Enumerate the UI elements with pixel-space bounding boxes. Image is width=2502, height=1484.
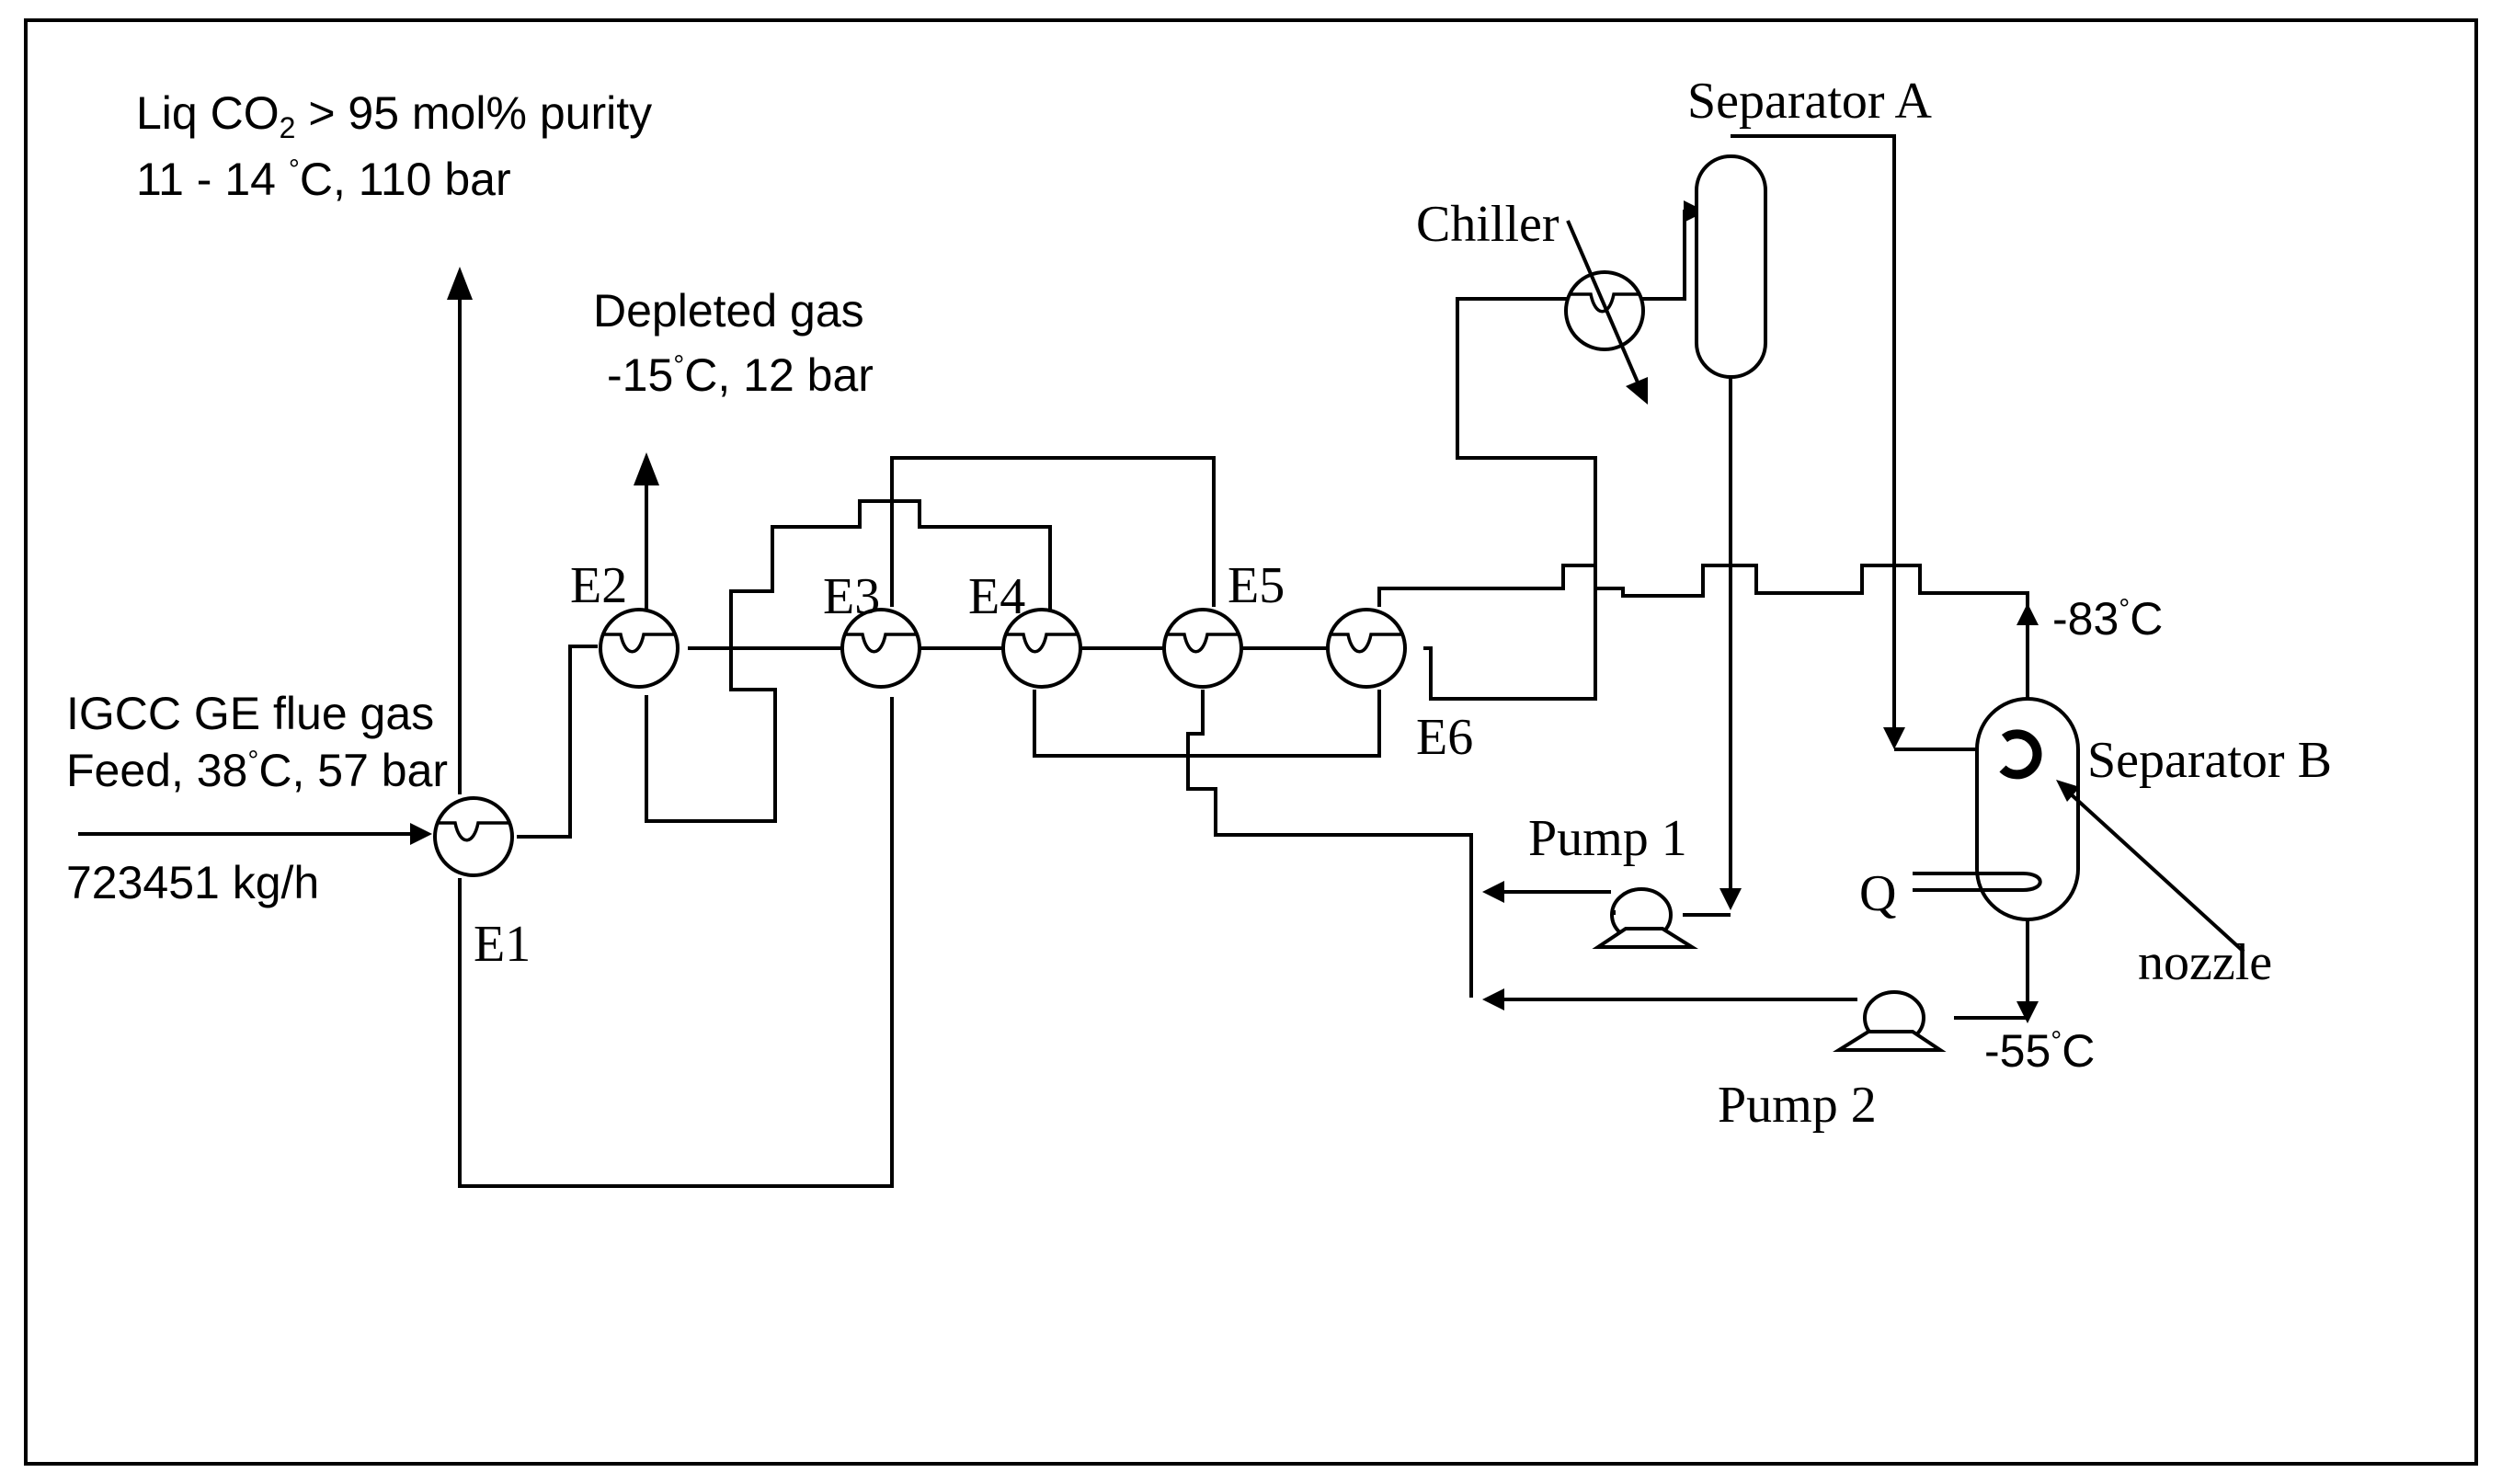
separator-b-bottom-temp: -55°C xyxy=(1984,1025,2095,1077)
chiller-label: Chiller xyxy=(1416,196,1559,253)
chiller xyxy=(1564,220,1648,405)
nozzle-pointer-arrow xyxy=(2056,780,2080,802)
separator-b-bottoms xyxy=(1954,915,2029,1020)
feed-arrow xyxy=(410,823,432,845)
e1-label: E1 xyxy=(474,916,531,973)
e4-label: E4 xyxy=(968,568,1025,625)
nozzle-pointer xyxy=(2065,789,2245,953)
recycle-bottom-loop xyxy=(458,697,894,1188)
pump1-label: Pump 1 xyxy=(1528,810,1687,867)
pump-base-icon xyxy=(1833,1030,1947,1052)
e2-bottom-loop xyxy=(645,499,1052,823)
e6-to-chiller xyxy=(1423,297,1597,701)
feed-label-line2: Feed, 38°C, 57 bar xyxy=(66,745,448,796)
pump2-label: Pump 2 xyxy=(1718,1077,1877,1134)
e4-e6-bottom-loop xyxy=(1033,690,1381,758)
separator-b-vessel xyxy=(1975,697,2080,921)
separator-a-label: Separator A xyxy=(1687,73,1932,130)
chiller-coil-icon xyxy=(1571,292,1639,314)
feed-label-line1: IGCC GE flue gas xyxy=(66,688,434,739)
separator-b-bottom-arrow xyxy=(2016,1001,2039,1023)
chiller-to-separator-a xyxy=(1637,210,1694,301)
separator-a-overhead xyxy=(1731,134,1896,740)
exchanger-e5 xyxy=(1162,608,1243,689)
e3-label: E3 xyxy=(823,568,880,625)
pump1-suction-arrow xyxy=(1719,888,1742,910)
exchanger-e1 xyxy=(433,796,514,877)
heat-duty-label: Q xyxy=(1859,865,1896,922)
e3-e5-upper-loop xyxy=(890,456,1216,607)
depleted-gas-arrow xyxy=(634,452,659,485)
heat-coil-icon xyxy=(1913,872,2042,892)
stream-e1-e2 xyxy=(517,645,598,839)
exchanger-e6 xyxy=(1326,608,1407,689)
exchanger-coil-icon xyxy=(1005,633,1077,654)
separator-b-label: Separator B xyxy=(2087,732,2332,789)
separator-b-feed-arrow xyxy=(1883,727,1905,749)
product-label-line2: 11 - 14 °C, 110 bar xyxy=(136,154,511,205)
exchanger-coil-icon xyxy=(1330,633,1401,654)
nozzle-label: nozzle xyxy=(2138,934,2272,991)
exchanger-coil-icon xyxy=(437,821,508,842)
exchanger-coil-icon xyxy=(602,633,674,654)
e2-label: E2 xyxy=(570,557,627,614)
pump-1 xyxy=(1592,887,1698,949)
chiller-refrigerant-arrow xyxy=(1626,377,1648,405)
exchanger-e4 xyxy=(1001,608,1082,689)
exchanger-e2 xyxy=(599,608,680,689)
separator-b xyxy=(1913,697,2245,953)
chiller-refrigerant-line xyxy=(1566,220,1643,392)
separator-a-vessel xyxy=(1695,154,1767,379)
separator-b-top-temp: -83°C xyxy=(2052,593,2163,645)
e5-bottom-line xyxy=(1186,690,1473,998)
nozzle-icon xyxy=(1999,729,2042,780)
depleted-gas-label-line1: Depleted gas xyxy=(593,285,864,337)
pump-base-icon xyxy=(1592,927,1698,949)
e5-label: E5 xyxy=(1228,557,1285,614)
cold-gas-header xyxy=(1377,564,2029,644)
depleted-gas-label-line2: -15°C, 12 bar xyxy=(607,349,874,401)
feed-flow-label: 723451 kg/h xyxy=(66,857,319,908)
diagram-frame xyxy=(24,18,2478,1466)
e6-label: E6 xyxy=(1416,709,1473,766)
pump-2 xyxy=(1833,990,1947,1052)
pump2-return-arrow xyxy=(1482,988,1504,1010)
exchanger-e3 xyxy=(840,608,921,689)
product-label-line1: Liq CO2 > 95 mol% purity xyxy=(136,87,652,144)
separator-b-overhead-arrow xyxy=(2016,603,2039,625)
exchanger-coil-icon xyxy=(844,633,916,654)
exchanger-coil-icon xyxy=(1166,633,1238,654)
pump1-return-arrow xyxy=(1482,881,1504,903)
product-co2-arrow xyxy=(447,267,473,300)
